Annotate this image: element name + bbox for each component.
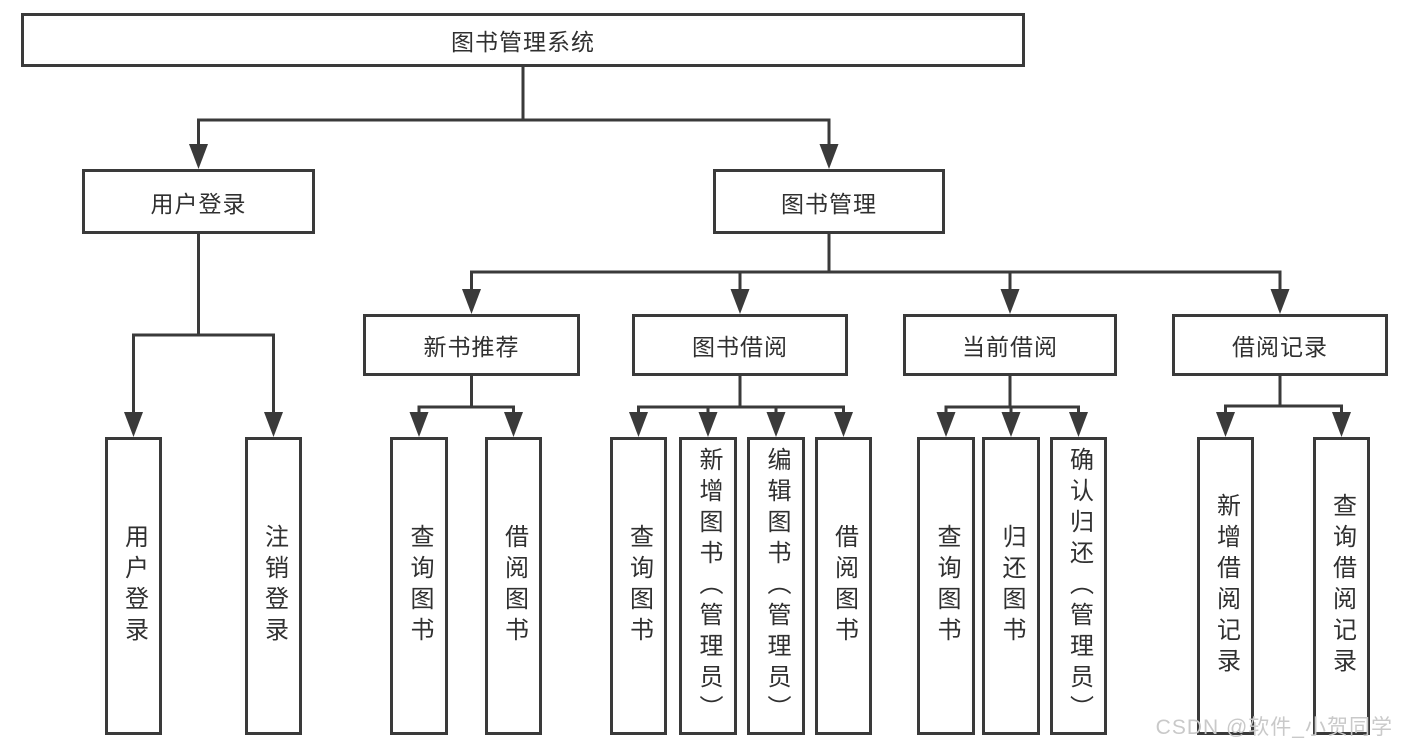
leaf-confirm-return-admin: 确认归还（管理员） <box>1050 437 1107 735</box>
leaf-borrow-book-recommend: 借阅图书 <box>485 437 542 735</box>
node-current-borrow: 当前借阅 <box>903 314 1117 376</box>
leaf-query-book-borrow-label: 查询图书 <box>625 524 653 648</box>
leaf-add-book-admin: 新增图书（管理员） <box>679 437 737 735</box>
watermark: CSDN @软件_小贺同学 <box>1155 716 1393 739</box>
leaf-query-borrow-record-label: 查询借阅记录 <box>1328 493 1356 679</box>
leaf-query-book-recommend: 查询图书 <box>390 437 448 735</box>
leaf-logout: 注销登录 <box>245 437 302 735</box>
leaf-query-borrow-record: 查询借阅记录 <box>1313 437 1370 735</box>
leaf-logout-label: 注销登录 <box>260 524 288 648</box>
leaf-query-book-recommend-label: 查询图书 <box>406 524 433 648</box>
node-library-system: 图书管理系统 <box>21 13 1025 67</box>
leaf-return-book-label: 归还图书 <box>998 524 1025 648</box>
leaf-query-book-current-label: 查询图书 <box>933 524 960 648</box>
leaf-edit-book-admin-label: 编辑图书（管理员） <box>763 446 790 726</box>
node-book-borrow: 图书借阅 <box>632 314 848 376</box>
leaf-query-book-current: 查询图书 <box>917 437 975 735</box>
leaf-add-borrow-record-label: 新增借阅记录 <box>1212 493 1240 679</box>
node-book-management: 图书管理 <box>713 169 945 234</box>
leaf-borrow-book-recommend-label: 借阅图书 <box>500 524 528 648</box>
node-borrow-record: 借阅记录 <box>1172 314 1388 376</box>
leaf-query-book-borrow: 查询图书 <box>610 437 667 735</box>
leaf-add-borrow-record: 新增借阅记录 <box>1197 437 1254 735</box>
leaf-user-login: 用户登录 <box>105 437 162 735</box>
leaf-add-book-admin-label: 新增图书（管理员） <box>695 446 722 726</box>
leaf-user-login-label: 用户登录 <box>120 524 148 648</box>
node-new-book-recommend: 新书推荐 <box>363 314 580 376</box>
leaf-edit-book-admin: 编辑图书（管理员） <box>747 437 805 735</box>
node-user-login: 用户登录 <box>82 169 315 234</box>
leaf-confirm-return-admin-label: 确认归还（管理员） <box>1065 446 1093 726</box>
leaf-borrow-book-label: 借阅图书 <box>830 524 858 648</box>
leaf-borrow-book: 借阅图书 <box>815 437 872 735</box>
leaf-return-book: 归还图书 <box>982 437 1040 735</box>
